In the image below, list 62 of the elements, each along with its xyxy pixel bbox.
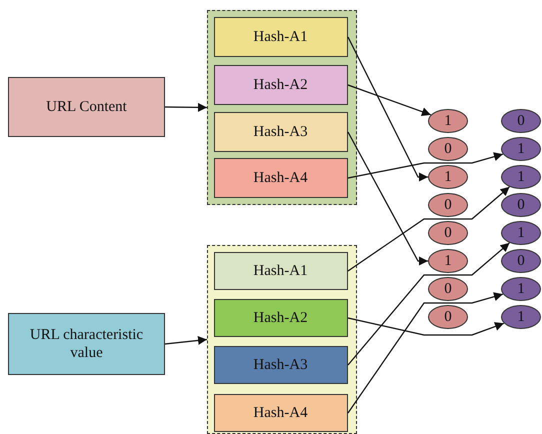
bit-ellipse xyxy=(501,109,541,133)
process-box xyxy=(214,16,348,56)
node-label: Hash-A4 xyxy=(252,404,309,422)
node-label: Hash-A3 xyxy=(252,122,309,140)
node-label: 1 xyxy=(443,252,453,270)
process-box xyxy=(214,346,348,384)
process-box xyxy=(214,64,348,104)
node-label: 0 xyxy=(443,140,453,158)
node-label: URL Content xyxy=(45,98,128,116)
process-box xyxy=(214,298,348,336)
node-label: 0 xyxy=(443,224,453,242)
bit-ellipse xyxy=(428,165,468,189)
arrow xyxy=(348,152,504,179)
bit-ellipse xyxy=(428,305,468,329)
bit-ellipse xyxy=(428,137,468,161)
node-label: 1 xyxy=(516,280,526,298)
arrow xyxy=(348,84,432,116)
node-label: 1 xyxy=(516,224,526,242)
bit-ellipse xyxy=(501,193,541,217)
node-label: 0 xyxy=(516,112,526,130)
node-label: 0 xyxy=(516,196,526,214)
node-label: 0 xyxy=(516,252,526,270)
node-label: 0 xyxy=(443,196,453,214)
bit-ellipse xyxy=(501,305,541,329)
process-box xyxy=(214,158,348,198)
arrow xyxy=(164,336,208,345)
node-label: Hash-A4 xyxy=(252,168,309,186)
node-label: Hash-A1 xyxy=(252,262,309,280)
bit-ellipse xyxy=(428,193,468,217)
node-label: 1 xyxy=(516,140,526,158)
node-label: Hash-A2 xyxy=(252,308,309,326)
bit-ellipse xyxy=(501,221,541,245)
node-label: 1 xyxy=(516,308,526,326)
node-label: 1 xyxy=(443,168,453,186)
node-label: Hash-A3 xyxy=(252,356,309,374)
process-box xyxy=(8,77,165,137)
process-box xyxy=(214,394,348,432)
bit-ellipse xyxy=(428,221,468,245)
arrow xyxy=(165,102,207,112)
arrow xyxy=(348,242,510,366)
arrow xyxy=(348,186,510,272)
process-box xyxy=(214,252,348,290)
bit-ellipse xyxy=(501,277,541,301)
node-label: 0 xyxy=(443,280,453,298)
node-label: 1 xyxy=(443,112,453,130)
bit-ellipse xyxy=(428,277,468,301)
arrow xyxy=(348,292,504,414)
node-label: 0 xyxy=(443,308,453,326)
bit-ellipse xyxy=(428,249,468,273)
process-box xyxy=(214,112,348,152)
node-label: URL characteristic value xyxy=(28,326,144,362)
process-box xyxy=(8,313,165,375)
node-label: Hash-A1 xyxy=(252,28,309,46)
hash-group-panel xyxy=(207,10,357,205)
bit-ellipse xyxy=(428,109,468,133)
hash-group-panel xyxy=(207,245,357,434)
bit-ellipse xyxy=(501,165,541,189)
bit-ellipse xyxy=(501,137,541,161)
bit-ellipse xyxy=(501,249,541,273)
node-label: 1 xyxy=(516,168,526,186)
arrow xyxy=(348,317,504,336)
node-label: Hash-A2 xyxy=(252,76,309,94)
